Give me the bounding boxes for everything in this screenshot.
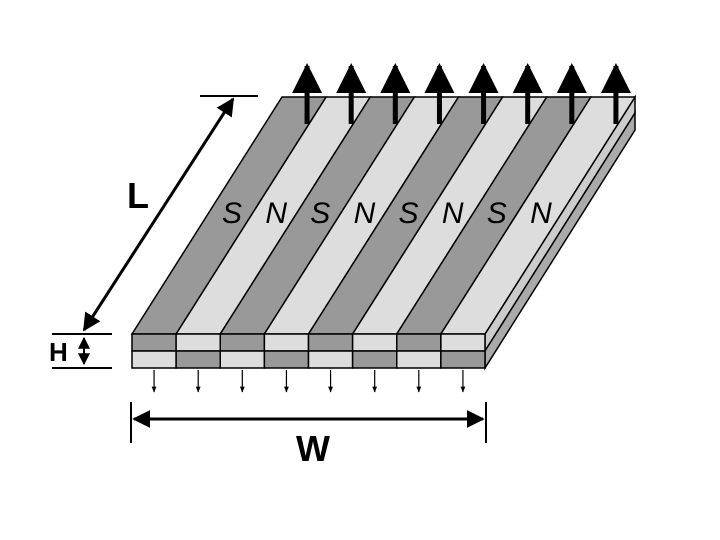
stripe-front-upper-4 <box>263 333 310 352</box>
stripe-front-lower-6 <box>351 350 398 369</box>
stripe-front-upper-6 <box>351 333 398 352</box>
stripe-front-upper-1 <box>131 333 177 352</box>
width-label: W <box>296 428 330 469</box>
pole-label-1: S <box>222 197 242 230</box>
stripe-front-upper-8 <box>440 333 486 352</box>
stripe-front-upper-5 <box>307 333 354 352</box>
length-dimension: L <box>82 95 258 332</box>
pole-label-7: S <box>487 197 507 230</box>
pole-label-4: N <box>354 197 376 230</box>
stripe-front-lower-4 <box>263 350 310 369</box>
stripe-front-lower-8 <box>440 350 486 369</box>
pole-label-8: N <box>530 197 552 230</box>
height-label: H <box>49 337 68 367</box>
slab-front-face <box>131 333 486 369</box>
pole-label-6: N <box>442 197 464 230</box>
stripe-front-lower-7 <box>396 350 442 369</box>
stripe-front-upper-2 <box>175 333 221 352</box>
pole-label-3: S <box>310 197 330 230</box>
stripe-top-faces <box>130 96 637 335</box>
width-dimension: W <box>130 402 487 469</box>
stripe-front-lower-5 <box>307 350 354 369</box>
pole-label-2: N <box>265 197 287 230</box>
stripe-front-upper-7 <box>396 333 442 352</box>
length-arrow <box>82 97 235 332</box>
stripe-front-upper-3 <box>219 333 266 352</box>
field-arrows-down <box>151 370 466 393</box>
stripe-front-lower-3 <box>219 350 266 369</box>
field-arrows-up <box>292 63 631 124</box>
stripe-front-lower-2 <box>175 350 221 369</box>
height-dimension: H <box>49 333 112 369</box>
pole-label-5: S <box>399 197 419 230</box>
stripe-front-lower-1 <box>131 350 177 369</box>
length-label: L <box>127 175 149 216</box>
